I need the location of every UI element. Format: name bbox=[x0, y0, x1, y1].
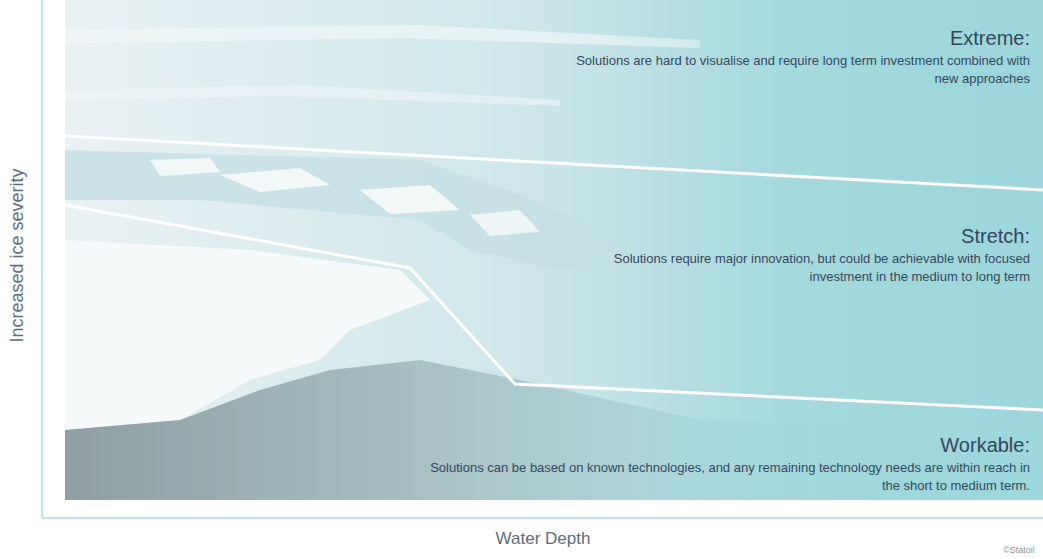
axis-label: Water Depth bbox=[496, 529, 591, 549]
region-heading: Extreme: bbox=[560, 26, 1030, 50]
region-band: Workable:Solutions can be based on known… bbox=[430, 433, 1030, 495]
region-heading: Workable: bbox=[430, 433, 1030, 457]
region-heading: Stretch: bbox=[590, 224, 1030, 248]
region-description: Solutions require major innovation, but … bbox=[590, 250, 1030, 286]
region-band: Stretch:Solutions require major innovati… bbox=[590, 224, 1030, 286]
region-description: Solutions are hard to visualise and requ… bbox=[560, 52, 1030, 88]
region-band: Extreme:Solutions are hard to visualise … bbox=[560, 26, 1030, 88]
copyright-note: ©Statoil bbox=[1003, 545, 1035, 555]
region-description: Solutions can be based on known technolo… bbox=[430, 459, 1030, 495]
axis-label: Increased ice severity bbox=[7, 168, 28, 342]
